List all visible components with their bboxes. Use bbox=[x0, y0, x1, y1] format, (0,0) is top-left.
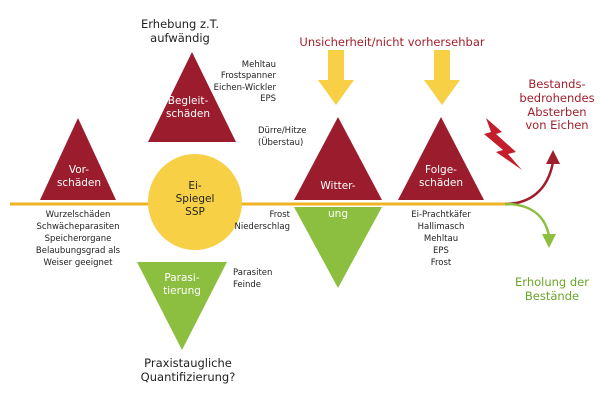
begleit-item: Mehltau bbox=[241, 60, 276, 70]
decline-arrowhead bbox=[546, 150, 560, 164]
begleitschaeden-triangle bbox=[148, 52, 236, 142]
recovery-curve bbox=[504, 202, 551, 237]
eispiegel-line-1: Ei- bbox=[188, 180, 202, 192]
parasiten-item: Feinde bbox=[233, 279, 262, 290]
eispiegel-label: Ei- Spiegel SSP bbox=[176, 180, 215, 219]
parasitierung-line-2: tierung bbox=[163, 285, 201, 298]
absterben-line: Bestands- bbox=[528, 77, 586, 91]
eispiegel-circle bbox=[148, 154, 242, 250]
erholung-line: Bestände bbox=[524, 289, 580, 304]
witterung-bottom-item: Niederschlag bbox=[234, 221, 290, 232]
praxis-line-1: Praxistaugliche bbox=[144, 356, 232, 370]
begleit-item: EPS bbox=[260, 94, 276, 105]
erhebung-line-2: aufwändig bbox=[150, 31, 210, 46]
folge-item: EPS bbox=[433, 245, 449, 256]
vorschaeden-line-1: Vor- bbox=[68, 164, 90, 176]
witterung-top-list: Dürre/Hitze (Überstau) bbox=[258, 126, 306, 150]
witterung-lower-triangle bbox=[294, 207, 382, 288]
parasitierung-line-1: Parasi- bbox=[164, 272, 200, 284]
witterung-upper-triangle bbox=[294, 117, 382, 200]
begleitschaeden-label: Begleit- schäden bbox=[166, 95, 210, 121]
folge-item: Hallimasch bbox=[417, 221, 465, 232]
parasiten-item: Parasiten bbox=[233, 268, 273, 278]
parasiten-list: Parasiten Feinde bbox=[233, 268, 272, 292]
absterben-line: Absterben bbox=[527, 104, 587, 119]
folgeschaeden-line-1: Folge- bbox=[425, 164, 457, 176]
witterung-bottom-item: Frost bbox=[269, 210, 290, 220]
vor-list: Wurzelschäden Schwächeparasiten Speicher… bbox=[36, 210, 120, 269]
uncertainty-arrow-right bbox=[424, 50, 460, 105]
eispiegel-line-3: SSP bbox=[185, 206, 205, 219]
witterung-top-item: Dürre/Hitze bbox=[258, 126, 307, 136]
vor-item: Belaubungsgrad als bbox=[35, 245, 121, 256]
folgeschaeden-triangle bbox=[398, 117, 484, 200]
vor-item: Wurzelschäden bbox=[45, 210, 111, 220]
eispiegel-line-2: Spiegel bbox=[175, 193, 215, 206]
erholung-label: Erholung der Bestände bbox=[515, 275, 589, 304]
absterben-line: von Eichen bbox=[525, 118, 589, 133]
begleitschaeden-line-1: Begleit- bbox=[167, 95, 209, 107]
vorschaeden-triangle bbox=[40, 118, 116, 200]
decline-curve bbox=[504, 161, 555, 206]
begleit-item: Frostspanner bbox=[220, 71, 276, 82]
praxis-line-2: Quantifizierung? bbox=[140, 370, 236, 385]
witterung-label-bottom: ung bbox=[328, 208, 348, 220]
unsicherheit-label: Unsicherheit/nicht vorhersehbar bbox=[299, 35, 485, 49]
folge-list: Ei-Prachtkäfer Hallimasch Mehltau EPS Fr… bbox=[411, 210, 471, 269]
vor-item: Weiser geeignet bbox=[43, 257, 113, 268]
vor-item: Speicherorgane bbox=[44, 233, 112, 244]
recovery-arrowhead bbox=[542, 234, 556, 248]
erhebung-line-1: Erhebung z.T. bbox=[141, 17, 219, 31]
erholung-line: Erholung der bbox=[515, 275, 589, 289]
witterung-top-item: (Überstau) bbox=[258, 137, 304, 148]
vor-item: Schwächeparasiten bbox=[36, 221, 120, 232]
parasitierung-label: Parasi- tierung bbox=[163, 272, 201, 298]
uncertainty-arrow-left bbox=[318, 50, 354, 105]
erhebung-label: Erhebung z.T. aufwändig bbox=[141, 17, 219, 46]
parasitierung-triangle bbox=[137, 262, 227, 350]
folge-item: Ei-Prachtkäfer bbox=[411, 210, 471, 220]
absterben-label: Bestands- bedrohendes Absterben von Eich… bbox=[519, 77, 595, 133]
begleit-list: Mehltau Frostspanner Eichen-Wickler EPS bbox=[196, 60, 276, 106]
praxis-label: Praxistaugliche Quantifizierung? bbox=[141, 356, 236, 385]
witterung-label-top: Witter- bbox=[320, 180, 356, 192]
vorschaeden-line-2: schäden bbox=[56, 177, 102, 190]
begleit-item: Eichen-Wickler bbox=[213, 82, 276, 93]
begleitschaeden-line-2: schäden bbox=[165, 108, 211, 121]
folgeschaeden-label: Folge- schäden bbox=[419, 164, 463, 190]
folgeschaeden-line-2: schäden bbox=[418, 177, 464, 190]
vorschaeden-label: Vor- schäden bbox=[57, 164, 101, 190]
folge-item: Frost bbox=[430, 257, 452, 268]
lightning-bolt-icon bbox=[484, 118, 522, 170]
absterben-line: bedrohendes bbox=[519, 90, 595, 105]
folge-item: Mehltau bbox=[423, 233, 459, 244]
witterung-bottom-list: Frost Niederschlag bbox=[220, 210, 290, 234]
